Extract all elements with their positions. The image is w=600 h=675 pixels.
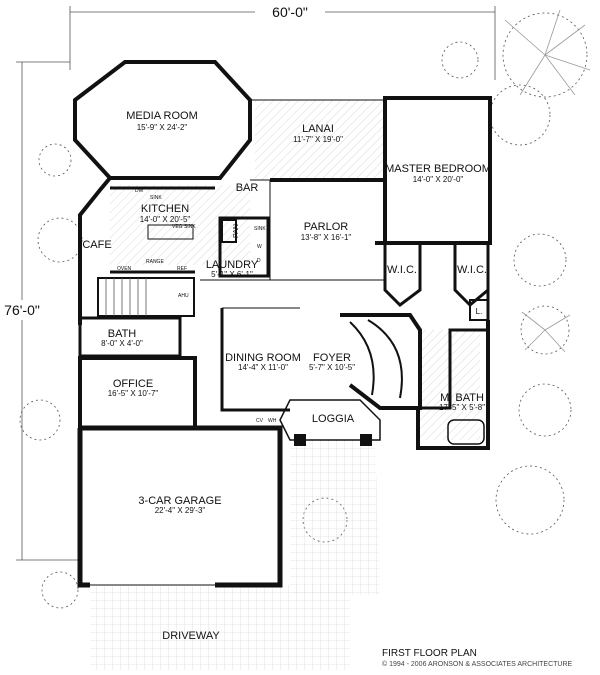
master-bath-size: 17'-5" X 5'-8" [439,403,485,412]
garage-label: 3-CAR GARAGE [138,495,221,507]
overall-width-label: 60'-0" [272,4,308,20]
media-room-label: MEDIA ROOM [126,110,198,122]
wic-right-label: W.I.C. [457,264,487,276]
foyer-size: 5'-7" X 10'-5" [309,363,355,372]
copyright-notice: © 1994 - 2006 ARONSON & ASSOCIATES ARCHI… [382,660,573,668]
pantry-label: PAN [233,224,240,238]
dining-room-label: DINING ROOM [225,352,301,364]
parlor-size: 13'-8" X 16'-1" [301,233,352,242]
dryer-label: D [257,258,261,264]
range-label: RANGE [146,259,164,265]
bath-label: BATH [108,328,137,340]
media-room-size: 15'-9" X 24'-2" [137,123,188,132]
ahu-label: AHU [178,293,189,299]
office-label: OFFICE [113,378,153,390]
sink-label: SINK [150,195,162,201]
bath-size: 8'-0" X 4'-0" [101,339,143,348]
garage-size: 22'-4" X 29'-3" [155,506,206,515]
cv-label: CV [256,418,264,424]
driveway-label: DRIVEWAY [162,630,220,642]
veg-sink-label: VEG SINK [172,224,196,230]
dining-room-size: 14'-4" X 11'-0" [238,363,288,372]
width-dimension-line [69,3,496,80]
loggia-label: LOGGIA [312,413,355,425]
laundry-size: 5'-1" X 6'-1" [211,270,253,279]
entry-walk [290,440,380,595]
laundry-label: LAUNDRY [206,259,259,271]
master-bedroom-size: 14'-0" X 20'-0" [413,175,464,184]
bar-label: BAR [236,182,259,194]
office-size: 16'-5" X 10'-7" [108,389,159,398]
overall-depth-label: 76'-0" [4,302,40,318]
washer-label: W [257,244,262,250]
kitchen-label: KITCHEN [141,203,189,215]
walls [73,60,492,588]
ref-label: REF [177,266,187,272]
lanai-floor [255,100,385,180]
depth-dimension-line [0,61,80,561]
cafe-label: CAFE [82,239,111,251]
lanai-label: LANAI [302,123,334,135]
plan-title: FIRST FLOOR PLAN [382,648,477,659]
foyer-label: FOYER [313,352,351,364]
parlor-label: PARLOR [304,221,348,233]
master-bath-label: M. BATH [440,392,484,404]
dishwasher-label: DW [135,188,144,194]
kitchen-island [147,224,194,240]
water-heater-label: WH [268,418,277,424]
laundry-sink-label: SINK [254,226,266,232]
driveway-pavers [90,585,350,670]
wic-left-label: W.I.C. [387,264,417,276]
lanai-size: 11'-7" X 19'-0" [293,135,343,144]
oven-label: OVEN [117,266,132,272]
linen-closet-label: L. [476,307,483,316]
kitchen-size: 14'-0" X 20'-5" [140,215,191,224]
master-bedroom-label: MASTER BEDROOM [385,163,491,175]
